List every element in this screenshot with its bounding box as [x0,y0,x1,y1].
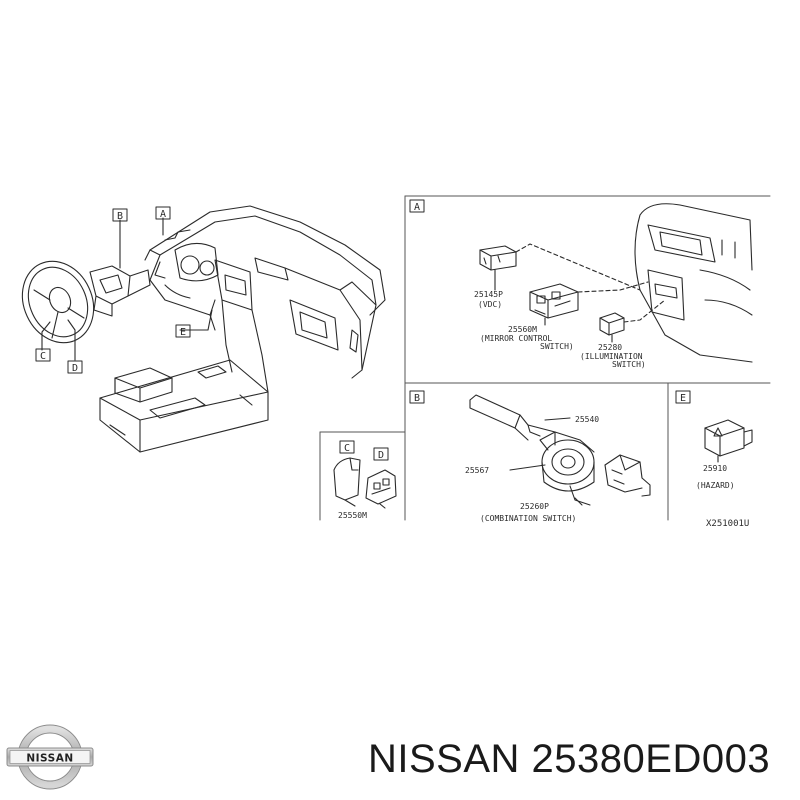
callout-panel-b: B [414,393,420,404]
callout-main-d: D [72,363,78,374]
callout-main-b: B [117,211,123,222]
logo-text: NISSAN [26,753,73,765]
label-steering-number: 25550M [338,511,367,520]
label-illum-name-1: (ILLUMINATION [580,352,643,361]
panel-e-illustration [704,419,753,463]
callout-boxes [35,199,691,461]
label-hazard-number: 25910 [703,464,727,473]
callout-inset-c: C [344,443,350,454]
part-number-title: NISSAN 25380ED003 [368,737,771,781]
callout-main-c: C [40,351,46,362]
callout-main-a: A [160,209,166,220]
callout-inset-d: D [378,450,384,461]
callout-panel-e: E [680,393,686,404]
label-vdc-number: 25145P [474,290,503,299]
label-turn-number: 25540 [575,415,599,424]
label-ref-code: X251001U [706,519,749,529]
label-illum-number: 25280 [598,343,622,352]
label-mirror-number: 25560M [508,325,537,334]
label-combo-number: 25260P [520,502,549,511]
nissan-logo: NISSAN [6,724,94,790]
label-illum-name-2: SWITCH) [612,360,646,369]
panel-b-illustration [469,394,651,506]
callout-panel-a: A [414,202,420,213]
callout-main-e: E [180,327,186,338]
dashboard-illustration [99,205,386,453]
label-hazard-name: (HAZARD) [696,481,735,490]
label-spiral-number: 25567 [465,466,489,475]
steering-wheel-illustration [21,260,151,361]
panel-a-illustration [479,203,753,363]
label-mirror-name-2: SWITCH) [540,342,574,351]
inset-steering-switches [333,457,397,509]
panel-frames [319,195,771,521]
label-combo-name: (COMBINATION SWITCH) [480,514,576,523]
label-vdc-name: (VDC) [478,300,502,309]
label-mirror-name-1: (MIRROR CONTROL [480,334,552,343]
